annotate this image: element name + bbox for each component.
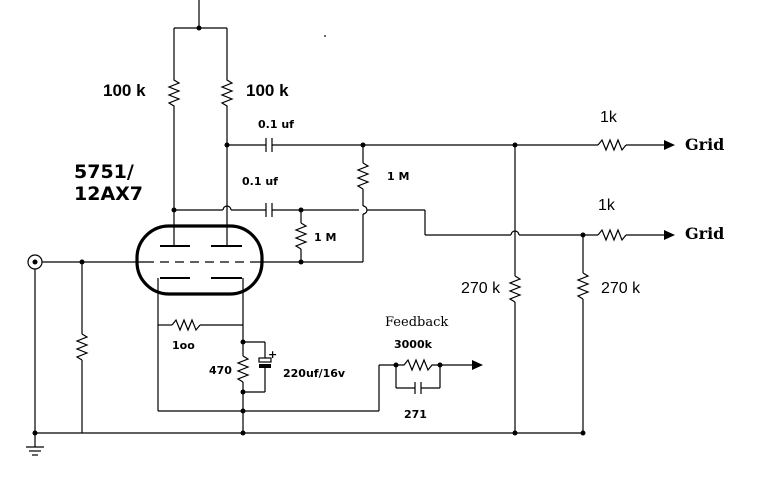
label-output-grid-upper: Grid: [685, 135, 724, 154]
cathode-network: [157, 318, 379, 433]
stray-dot: [324, 35, 326, 37]
label-grid-leak-left: 270 k: [461, 280, 501, 297]
resistor-grid-lower: [294, 210, 308, 262]
feedback-network: [378, 358, 483, 411]
label-bypass-polarity: +: [268, 348, 277, 361]
upper-coupling-wire: [224, 142, 598, 148]
lower-coupling-wire: [171, 205, 598, 238]
label-resistor-feedback: 3000k: [394, 338, 433, 351]
label-tube-line2: 12AX7: [74, 183, 143, 205]
resistor-grid-leak-right: [576, 235, 590, 433]
label-resistor-grid-upper: 1 M: [387, 170, 409, 183]
label-stopper-lower: 1k: [598, 197, 616, 214]
label-cap-cathode-bypass: 220uf/16v: [283, 367, 346, 380]
ground-symbol: [26, 433, 44, 456]
capacitor-feedback: [414, 382, 422, 394]
label-resistor-grid-lower: 1 M: [314, 231, 336, 244]
capacitor-coupling-lower: [265, 203, 273, 217]
resistor-input: [75, 262, 89, 433]
label-output-grid-lower: Grid: [685, 224, 724, 243]
resistor-stopper-lower: [597, 228, 675, 242]
resistor-grid-leak-left: [508, 145, 522, 433]
resistor-plate-right: [220, 76, 234, 222]
label-tube-line1: 5751/: [74, 161, 134, 183]
resistor-plate-left: [167, 76, 181, 222]
tube-12ax7: [135, 222, 264, 325]
b-plus-supply-wire: [173, 0, 228, 76]
grid-return-wire: [254, 259, 363, 265]
resistor-grid-upper: [356, 145, 370, 262]
resistor-stopper-upper: [597, 138, 675, 152]
label-cap-coupling-lower: 0.1 uf: [242, 175, 278, 188]
capacitor-coupling-upper: [265, 138, 273, 152]
ground-bus: [32, 430, 586, 436]
label-cap-feedback: 271: [404, 408, 427, 421]
label-cap-coupling-upper: 0.1 uf: [258, 118, 294, 131]
input-jack: [27, 254, 145, 433]
label-cathode-link-resistor: 1oo: [172, 339, 195, 352]
label-cathode-resistor: 470: [209, 364, 232, 377]
label-plate-resistor-left: 100 k: [103, 81, 146, 100]
label-stopper-upper: 1k: [600, 109, 618, 126]
label-grid-leak-right: 270 k: [601, 280, 641, 297]
capacitor-cathode-bypass: [258, 357, 272, 368]
label-feedback: Feedback: [385, 315, 448, 330]
label-plate-resistor-right: 100 k: [246, 81, 289, 100]
